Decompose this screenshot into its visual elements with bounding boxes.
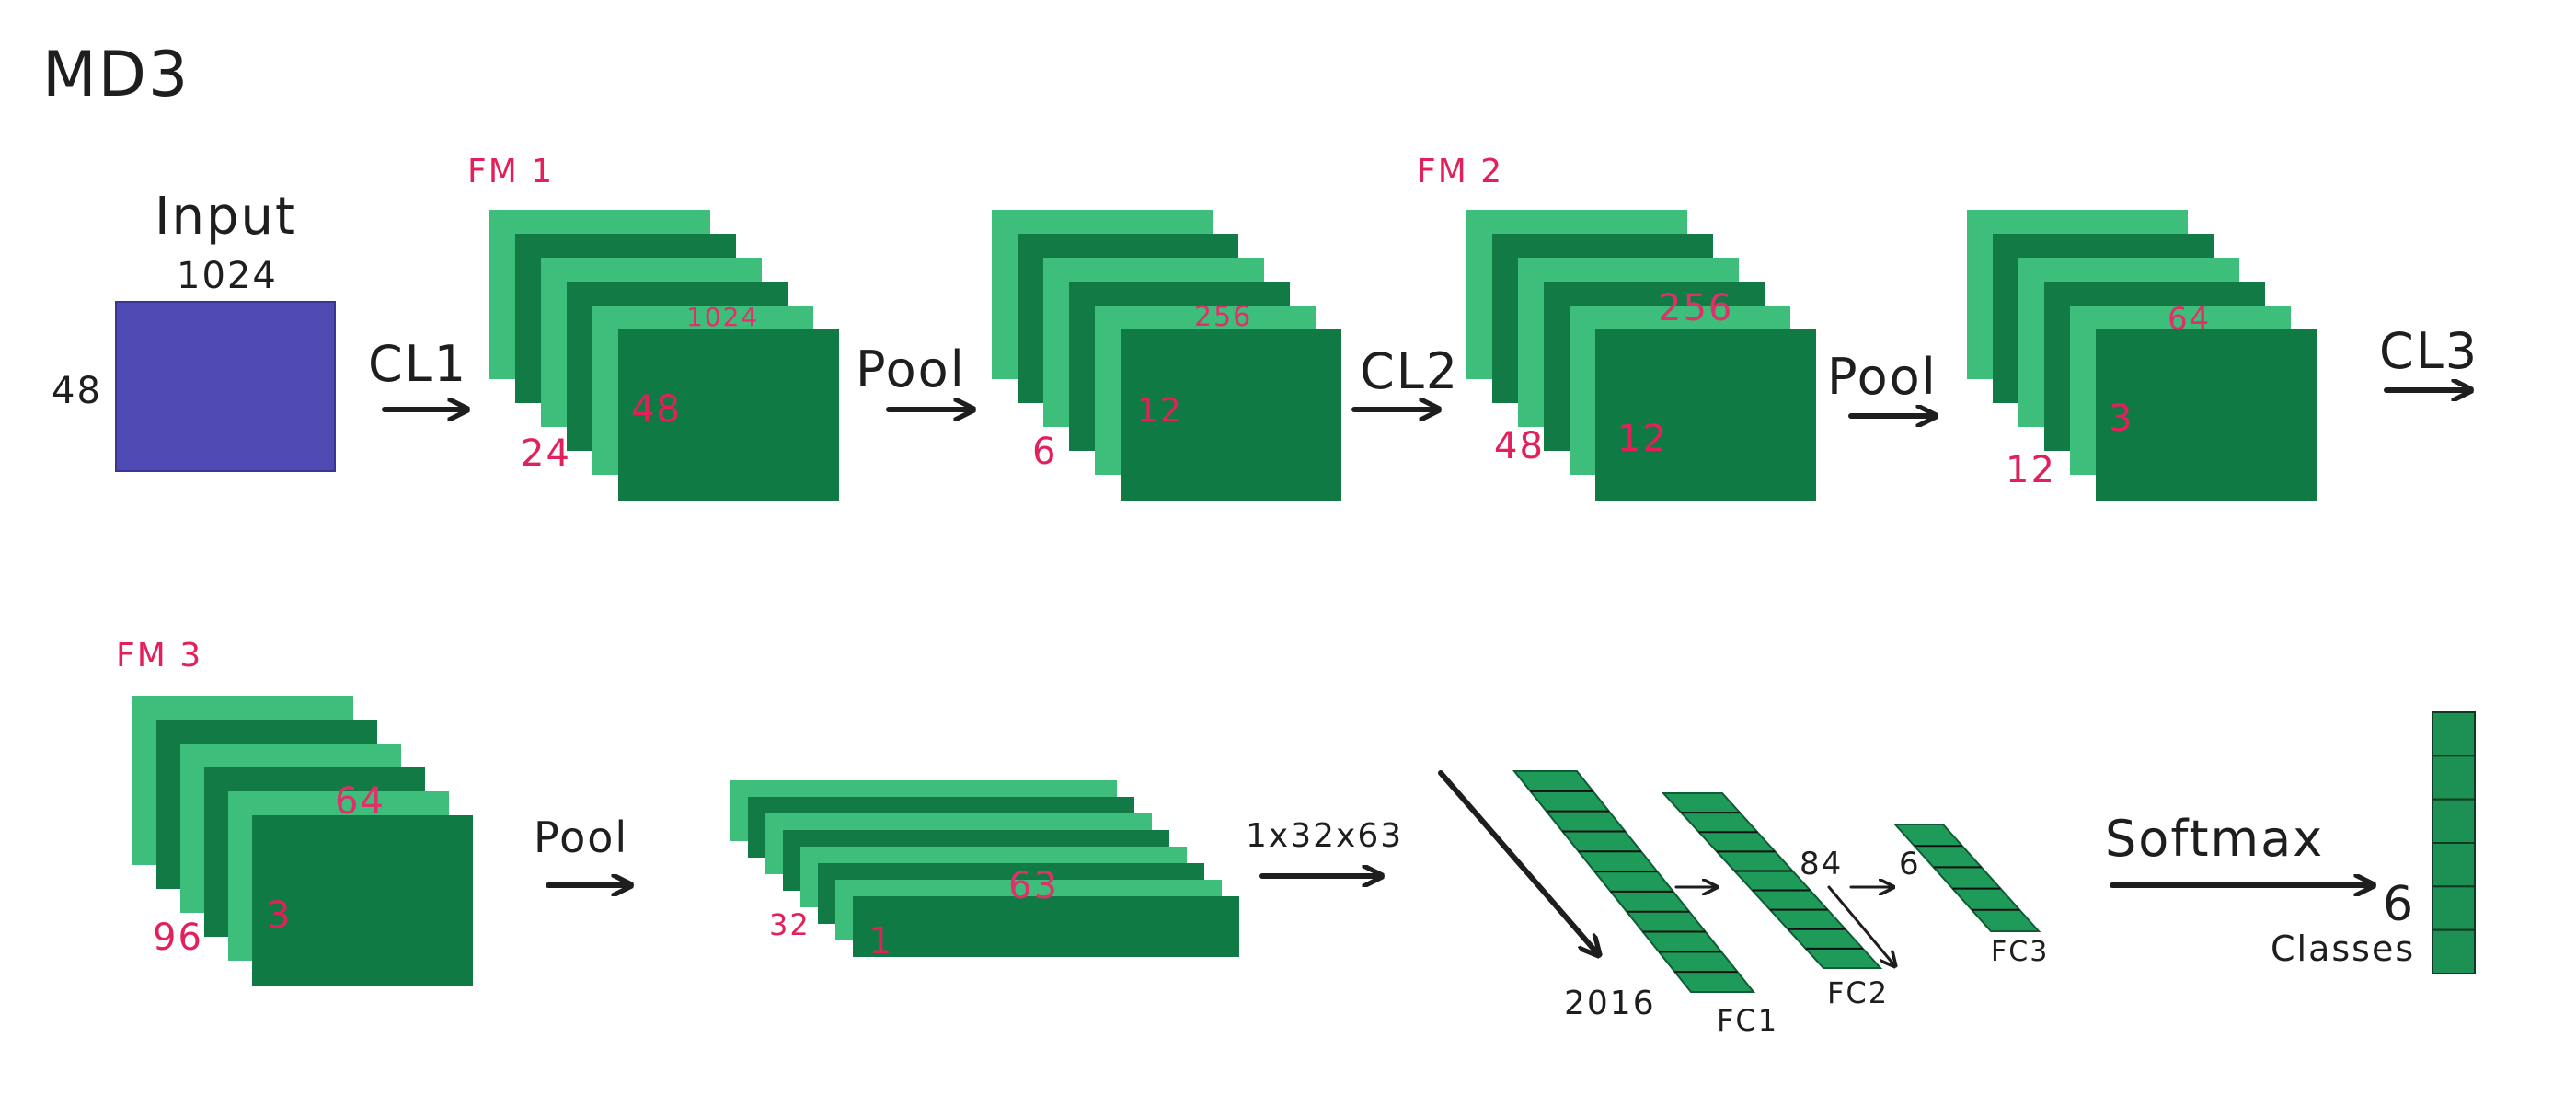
fm3-label: FM 3 bbox=[116, 637, 202, 675]
softmax-step: Softmax bbox=[2105, 810, 2376, 885]
fm1-width-label: 1024 bbox=[686, 302, 759, 332]
output-column bbox=[2432, 711, 2476, 975]
flatten-arrow-icon bbox=[1438, 770, 1599, 955]
input-label: Input bbox=[155, 187, 297, 247]
pool2-stack bbox=[1967, 210, 2317, 501]
pool1-depth-label: 6 bbox=[1032, 431, 1057, 473]
fc2-layer bbox=[1661, 792, 1883, 969]
fm3-stack bbox=[132, 696, 473, 986]
pool3-depth-label: 32 bbox=[769, 907, 811, 942]
classes-count-label: 6 bbox=[2383, 877, 2415, 932]
fc3-label: FC3 bbox=[1991, 936, 2049, 968]
cl1-label: CL1 bbox=[368, 335, 467, 393]
fm3-depth-label: 96 bbox=[153, 917, 203, 959]
fm1-depth-label: 24 bbox=[521, 432, 571, 475]
fc3-units-label: 6 bbox=[1899, 846, 1921, 882]
flatten-units-label: 2016 bbox=[1564, 985, 1656, 1022]
diagram-title: MD3 bbox=[42, 39, 190, 111]
fc2-fc3-diag-arrow-icon bbox=[1827, 885, 1895, 966]
reshape-label: 1x32x63 bbox=[1246, 817, 1403, 855]
cl2-step: CL2 bbox=[1351, 342, 1459, 409]
fm1-label: FM 1 bbox=[467, 153, 554, 190]
input-height-label: 48 bbox=[52, 370, 102, 412]
reshape-step: 1x32x63 bbox=[1246, 817, 1403, 876]
pool1-step: Pool bbox=[856, 340, 976, 409]
cl1-step: CL1 bbox=[368, 335, 470, 409]
fc2-label: FC2 bbox=[1827, 975, 1889, 1010]
fc1-layer bbox=[1512, 770, 1756, 993]
pool1-width-label: 256 bbox=[1194, 301, 1252, 333]
pool1-stack bbox=[992, 210, 1341, 501]
output-class-cell bbox=[2432, 885, 2476, 931]
pool2-label: Pool bbox=[1827, 348, 1938, 406]
output-class-cell bbox=[2432, 711, 2476, 757]
cl2-label: CL2 bbox=[1360, 342, 1459, 400]
fm2-stack bbox=[1466, 210, 1816, 501]
pool3-step: Pool bbox=[534, 813, 634, 885]
input-rect bbox=[115, 301, 336, 472]
fc-layer-shape bbox=[1512, 770, 1756, 993]
pool1-height-label: 12 bbox=[1137, 392, 1183, 430]
output-class-cell bbox=[2432, 755, 2476, 801]
pool3-label: Pool bbox=[534, 813, 628, 862]
cl3-step: CL3 bbox=[2379, 322, 2478, 390]
output-class-cell bbox=[2432, 842, 2476, 888]
pool3-width-label: 63 bbox=[1008, 865, 1059, 907]
classes-label: Classes bbox=[2271, 928, 2415, 969]
cl3-label: CL3 bbox=[2379, 322, 2478, 380]
fc2-units-label: 84 bbox=[1800, 846, 1843, 882]
fm1-stack bbox=[489, 210, 839, 501]
input-width-label: 1024 bbox=[177, 255, 278, 297]
fm2-label: FM 2 bbox=[1417, 153, 1503, 190]
output-class-cell bbox=[2432, 928, 2476, 975]
pool1-label: Pool bbox=[856, 340, 966, 398]
fm2-width-label: 256 bbox=[1658, 287, 1733, 329]
pool2-height-label: 3 bbox=[2109, 398, 2133, 440]
fm3-width-label: 64 bbox=[335, 780, 385, 823]
softmax-label: Softmax bbox=[2105, 810, 2324, 868]
pool2-depth-label: 12 bbox=[2006, 449, 2056, 491]
feature-map-front bbox=[1595, 329, 1816, 501]
feature-map-front bbox=[2096, 329, 2317, 501]
output-class-cell bbox=[2432, 798, 2476, 845]
feature-map-front bbox=[618, 329, 839, 501]
pool2-width-label: 64 bbox=[2168, 301, 2211, 338]
fc1-label: FC1 bbox=[1717, 1003, 1778, 1038]
pool-layer-front bbox=[853, 896, 1239, 957]
fc3-layer bbox=[1892, 824, 2041, 932]
fm2-height-label: 12 bbox=[1617, 418, 1668, 460]
fm2-depth-label: 48 bbox=[1494, 425, 1545, 467]
pool3-stack bbox=[730, 780, 1239, 957]
fc-layer-shape bbox=[1892, 824, 2041, 932]
pool3-height-label: 1 bbox=[868, 920, 893, 963]
feature-map-front bbox=[1121, 329, 1341, 501]
feature-map-front bbox=[252, 815, 473, 986]
pool2-step: Pool bbox=[1827, 348, 1938, 416]
fm3-height-label: 3 bbox=[267, 894, 292, 937]
input-block: Input 1024 48 bbox=[52, 187, 336, 472]
fm1-height-label: 48 bbox=[631, 388, 682, 431]
